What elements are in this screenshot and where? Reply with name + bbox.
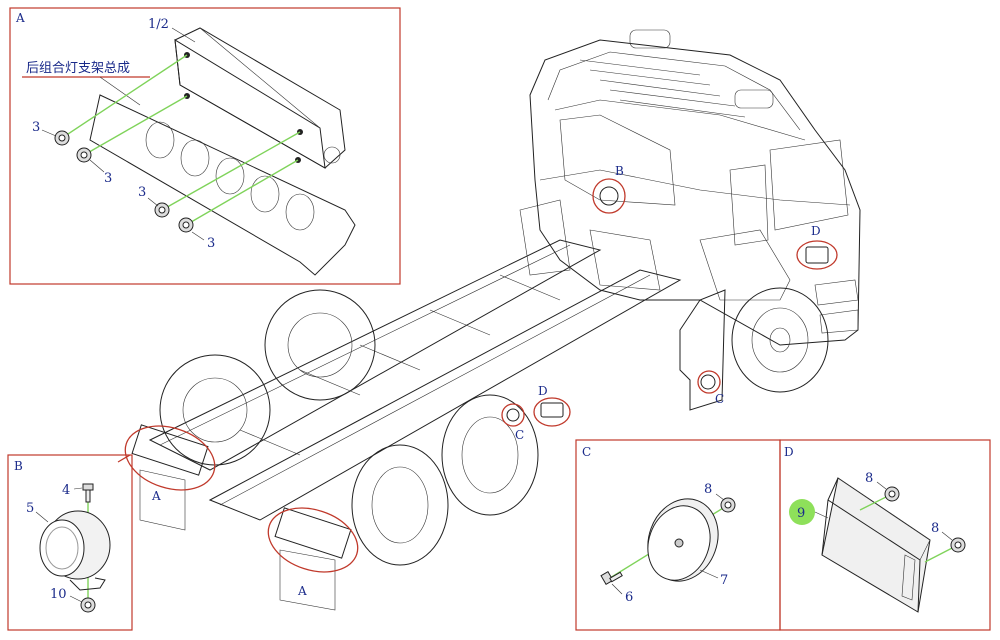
- truck-callout-labels: A A B D D C C: [151, 164, 821, 598]
- panel-a-lamp-label: 1/2: [148, 17, 169, 32]
- callout-highlights: [117, 178, 838, 573]
- nut-icon: [720, 497, 736, 513]
- panel-a-title: 后组合灯支架总成: [26, 61, 130, 76]
- panel-c: C 7 8 6: [575, 439, 781, 631]
- panel-b-nut-label: 10: [50, 587, 67, 602]
- nut-icon: [154, 202, 170, 218]
- part-9-highlight: [789, 499, 815, 525]
- callout-d-cab: D: [811, 224, 821, 238]
- nut-icon: [884, 486, 900, 502]
- panel-c-nut-label: 8: [704, 482, 712, 497]
- panel-a-nut-label: 3: [32, 120, 40, 135]
- callout-a-left: A: [151, 489, 161, 503]
- panel-d-nut-label: 8: [931, 521, 939, 536]
- nut-icon: [76, 147, 92, 163]
- panel-d-letter: D: [784, 445, 794, 459]
- nut-icon: [80, 597, 96, 613]
- callout-b: B: [615, 164, 624, 178]
- nut-icon: [54, 130, 70, 146]
- truck-illustration: [131, 29, 861, 611]
- callout-a-right: A: [297, 584, 307, 598]
- callout-c-frame: C: [515, 428, 524, 442]
- panel-a-nut-label: 3: [104, 171, 112, 186]
- marker-lamp-icon: [821, 477, 931, 613]
- horn-icon: [647, 498, 719, 582]
- nut-icon: [950, 537, 966, 553]
- panel-c-bolt-label: 6: [625, 590, 633, 605]
- panel-b-bolt-label: 4: [62, 483, 70, 498]
- panel-a-letter: A: [15, 11, 25, 25]
- panel-b-lamp-label: 5: [26, 501, 34, 516]
- panel-a-nut-label: 3: [207, 236, 215, 251]
- panel-b-letter: B: [14, 459, 23, 473]
- panel-d-nut-label: 8: [865, 471, 873, 486]
- panel-b: B 4 5 10: [7, 454, 133, 631]
- callout-c-cab: C: [715, 392, 724, 406]
- panel-d: D 8 8 9: [779, 439, 991, 631]
- panel-a-nut-label: 3: [138, 185, 146, 200]
- nut-icon: [178, 217, 194, 233]
- panel-c-letter: C: [582, 445, 591, 459]
- bolt-icon: [82, 483, 94, 503]
- panel-c-horn-label: 7: [720, 573, 728, 588]
- round-lamp-icon: [39, 510, 111, 591]
- bolt-icon: [600, 570, 623, 586]
- panel-a: A 后组合灯支架总成 1/2 3 3: [9, 7, 401, 285]
- callout-d-frame: D: [538, 384, 548, 398]
- panel-d-lamp-label: 9: [797, 506, 805, 521]
